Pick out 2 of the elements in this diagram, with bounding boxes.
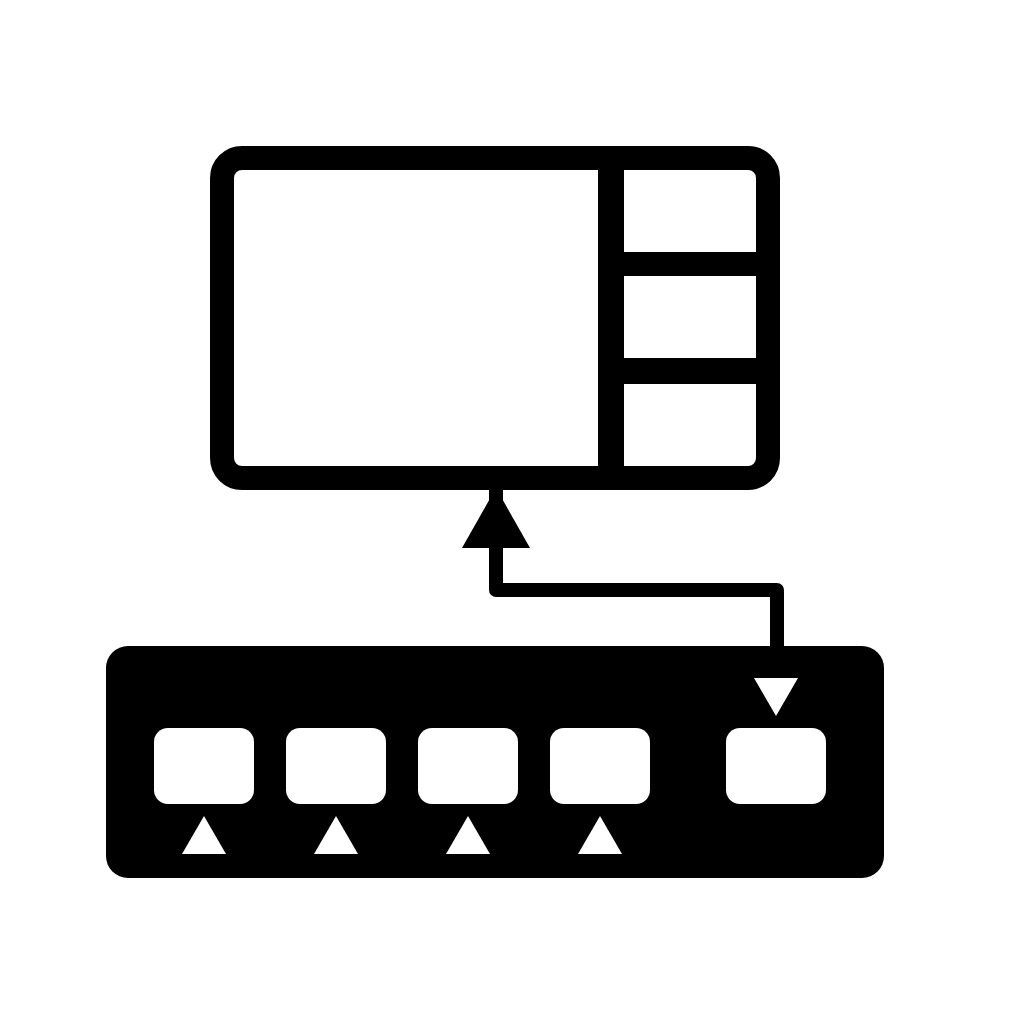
network-switch (106, 646, 884, 878)
monitor-screen (210, 146, 780, 490)
